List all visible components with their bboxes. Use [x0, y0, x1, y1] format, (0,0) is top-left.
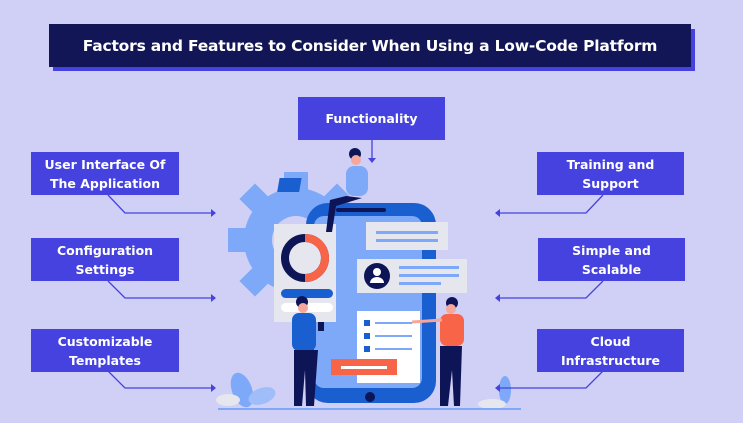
factor-functionality: Functionality: [298, 97, 445, 140]
person-with-laptop: [277, 148, 368, 232]
person-with-phone: [292, 296, 324, 406]
factor-customizable-templates: Customizable Templates: [31, 329, 179, 372]
factor-user-interface: User Interface Of The Application: [31, 152, 179, 195]
factor-training-support: Training and Support: [537, 152, 684, 195]
plant-left: [216, 372, 276, 408]
person-pointing: [411, 297, 464, 406]
factor-cloud-infrastructure: Cloud Infrastructure: [537, 329, 684, 372]
plant-right: [478, 376, 511, 409]
page-title: Factors and Features to Consider When Us…: [49, 24, 691, 67]
factor-configuration-settings: Configuration Settings: [31, 238, 179, 281]
factor-simple-scalable: Simple and Scalable: [538, 238, 685, 281]
connector-arrows: [107, 140, 604, 392]
